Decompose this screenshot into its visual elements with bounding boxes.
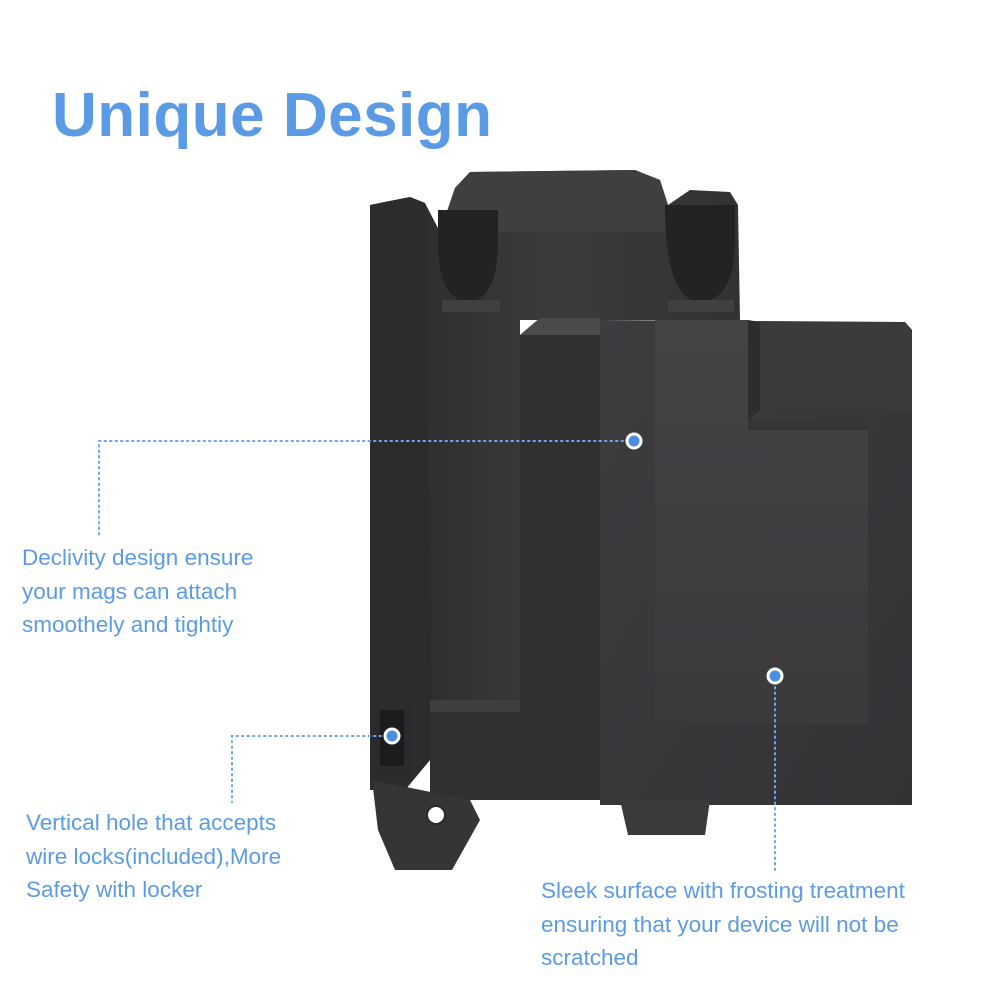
callout-line-text: Declivity design ensure — [22, 545, 254, 570]
callout-line-text: scratched — [541, 945, 639, 970]
callout-line-text: Sleek surface with frosting treatment — [541, 878, 905, 903]
callout-vertical-hole: Vertical hole that accepts wire locks(in… — [26, 806, 281, 907]
callout-line-text: ensuring that your device will not be — [541, 911, 899, 937]
page-title: Unique Design — [52, 81, 493, 150]
callout-declivity-design: Declivity design ensure your mags can at… — [22, 541, 253, 642]
bottom-mount-tab — [372, 780, 480, 870]
callout-line-text: Safety with locker — [26, 877, 203, 902]
callout-line-text: smoothely and tightiy — [22, 612, 234, 637]
callout-line-text: wire locks(included),More — [26, 843, 282, 869]
callout-sleek-surface: Sleek surface with frosting treatment en… — [541, 874, 905, 975]
front-body — [430, 318, 912, 835]
lock-hole-block — [372, 702, 412, 776]
callout-line-text: Vertical hole that accepts — [26, 810, 277, 835]
callout-line-text: your mags can attach — [22, 578, 238, 604]
